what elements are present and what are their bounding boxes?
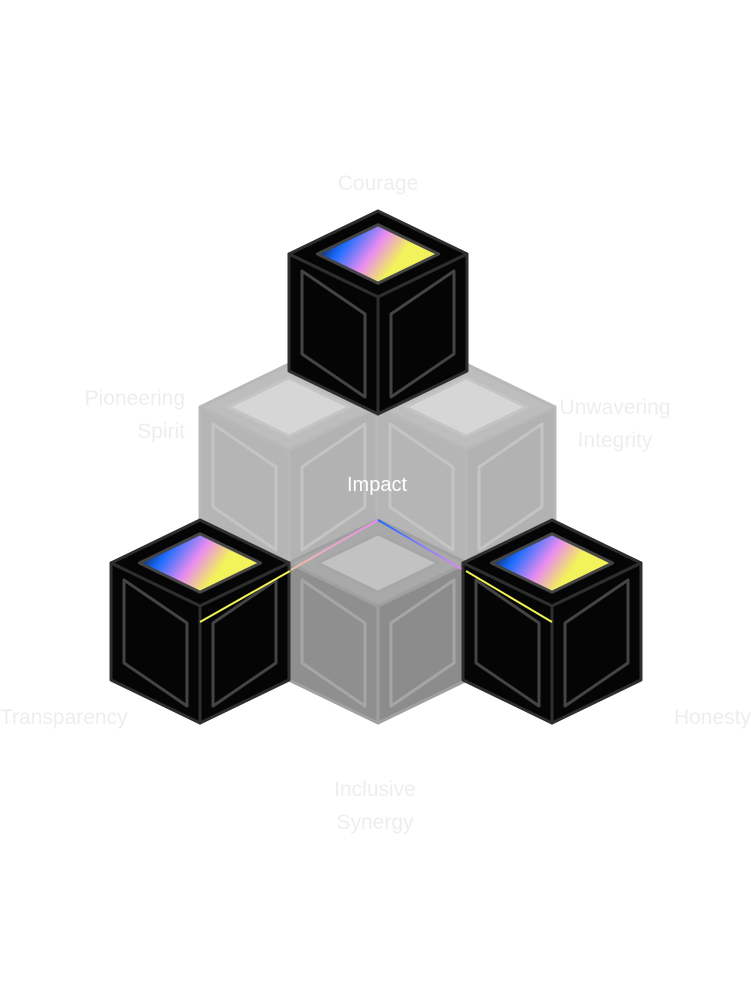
- cube-honesty-right-face: [550, 561, 643, 725]
- cube-transparency-left-panel: [122, 578, 189, 708]
- cube-courage-top-inset: [315, 223, 441, 285]
- cube-honesty-top-inset: [489, 532, 615, 594]
- cube-courage-left-panel: [300, 269, 367, 399]
- label-inclusive-synergy: Inclusive Synergy: [310, 773, 440, 839]
- label-transparency: Transparency: [0, 706, 128, 729]
- label-line: Spirit: [137, 420, 185, 443]
- label-line: Inclusive: [334, 778, 416, 801]
- cube-unwavering-integrity-top-inset: [403, 376, 529, 438]
- cube-transparency-right-face: [198, 561, 291, 725]
- cube-honesty-left-panel: [474, 578, 541, 708]
- connector-honesty-edge: [465, 570, 553, 623]
- cube-unwavering-integrity-left-panel: [388, 422, 455, 552]
- label-line: Pioneering: [84, 387, 185, 410]
- label-courage: Courage: [337, 172, 419, 195]
- connector-transparency-edge: [199, 570, 291, 623]
- cube-transparency-right-panel: [211, 578, 278, 708]
- cube-inclusive-synergy-left-panel: [300, 578, 367, 708]
- cube-inclusive-synergy-top-inset: [315, 532, 441, 594]
- label-line: Integrity: [577, 429, 653, 452]
- label-line: Synergy: [336, 811, 414, 834]
- cube-honesty-right-panel: [563, 578, 630, 708]
- cube-courage-right-panel: [389, 269, 456, 399]
- cube-transparency-top-inset: [137, 532, 263, 594]
- label-honesty: Honesty: [673, 706, 751, 729]
- cube-pioneering-spirit-left-panel: [211, 422, 278, 552]
- label-line: Unwavering: [559, 396, 671, 419]
- cube-pioneering-spirit-right-panel: [300, 422, 367, 552]
- label-pioneering-spirit: Pioneering Spirit: [55, 382, 185, 448]
- cube-pioneering-spirit-top-inset: [226, 376, 352, 438]
- cube-inclusive-synergy-right-panel: [389, 578, 456, 708]
- label-unwavering-integrity: Unwavering Integrity: [550, 391, 680, 457]
- cube-unwavering-integrity-right-panel: [477, 422, 544, 552]
- center-label-impact: Impact: [346, 474, 408, 496]
